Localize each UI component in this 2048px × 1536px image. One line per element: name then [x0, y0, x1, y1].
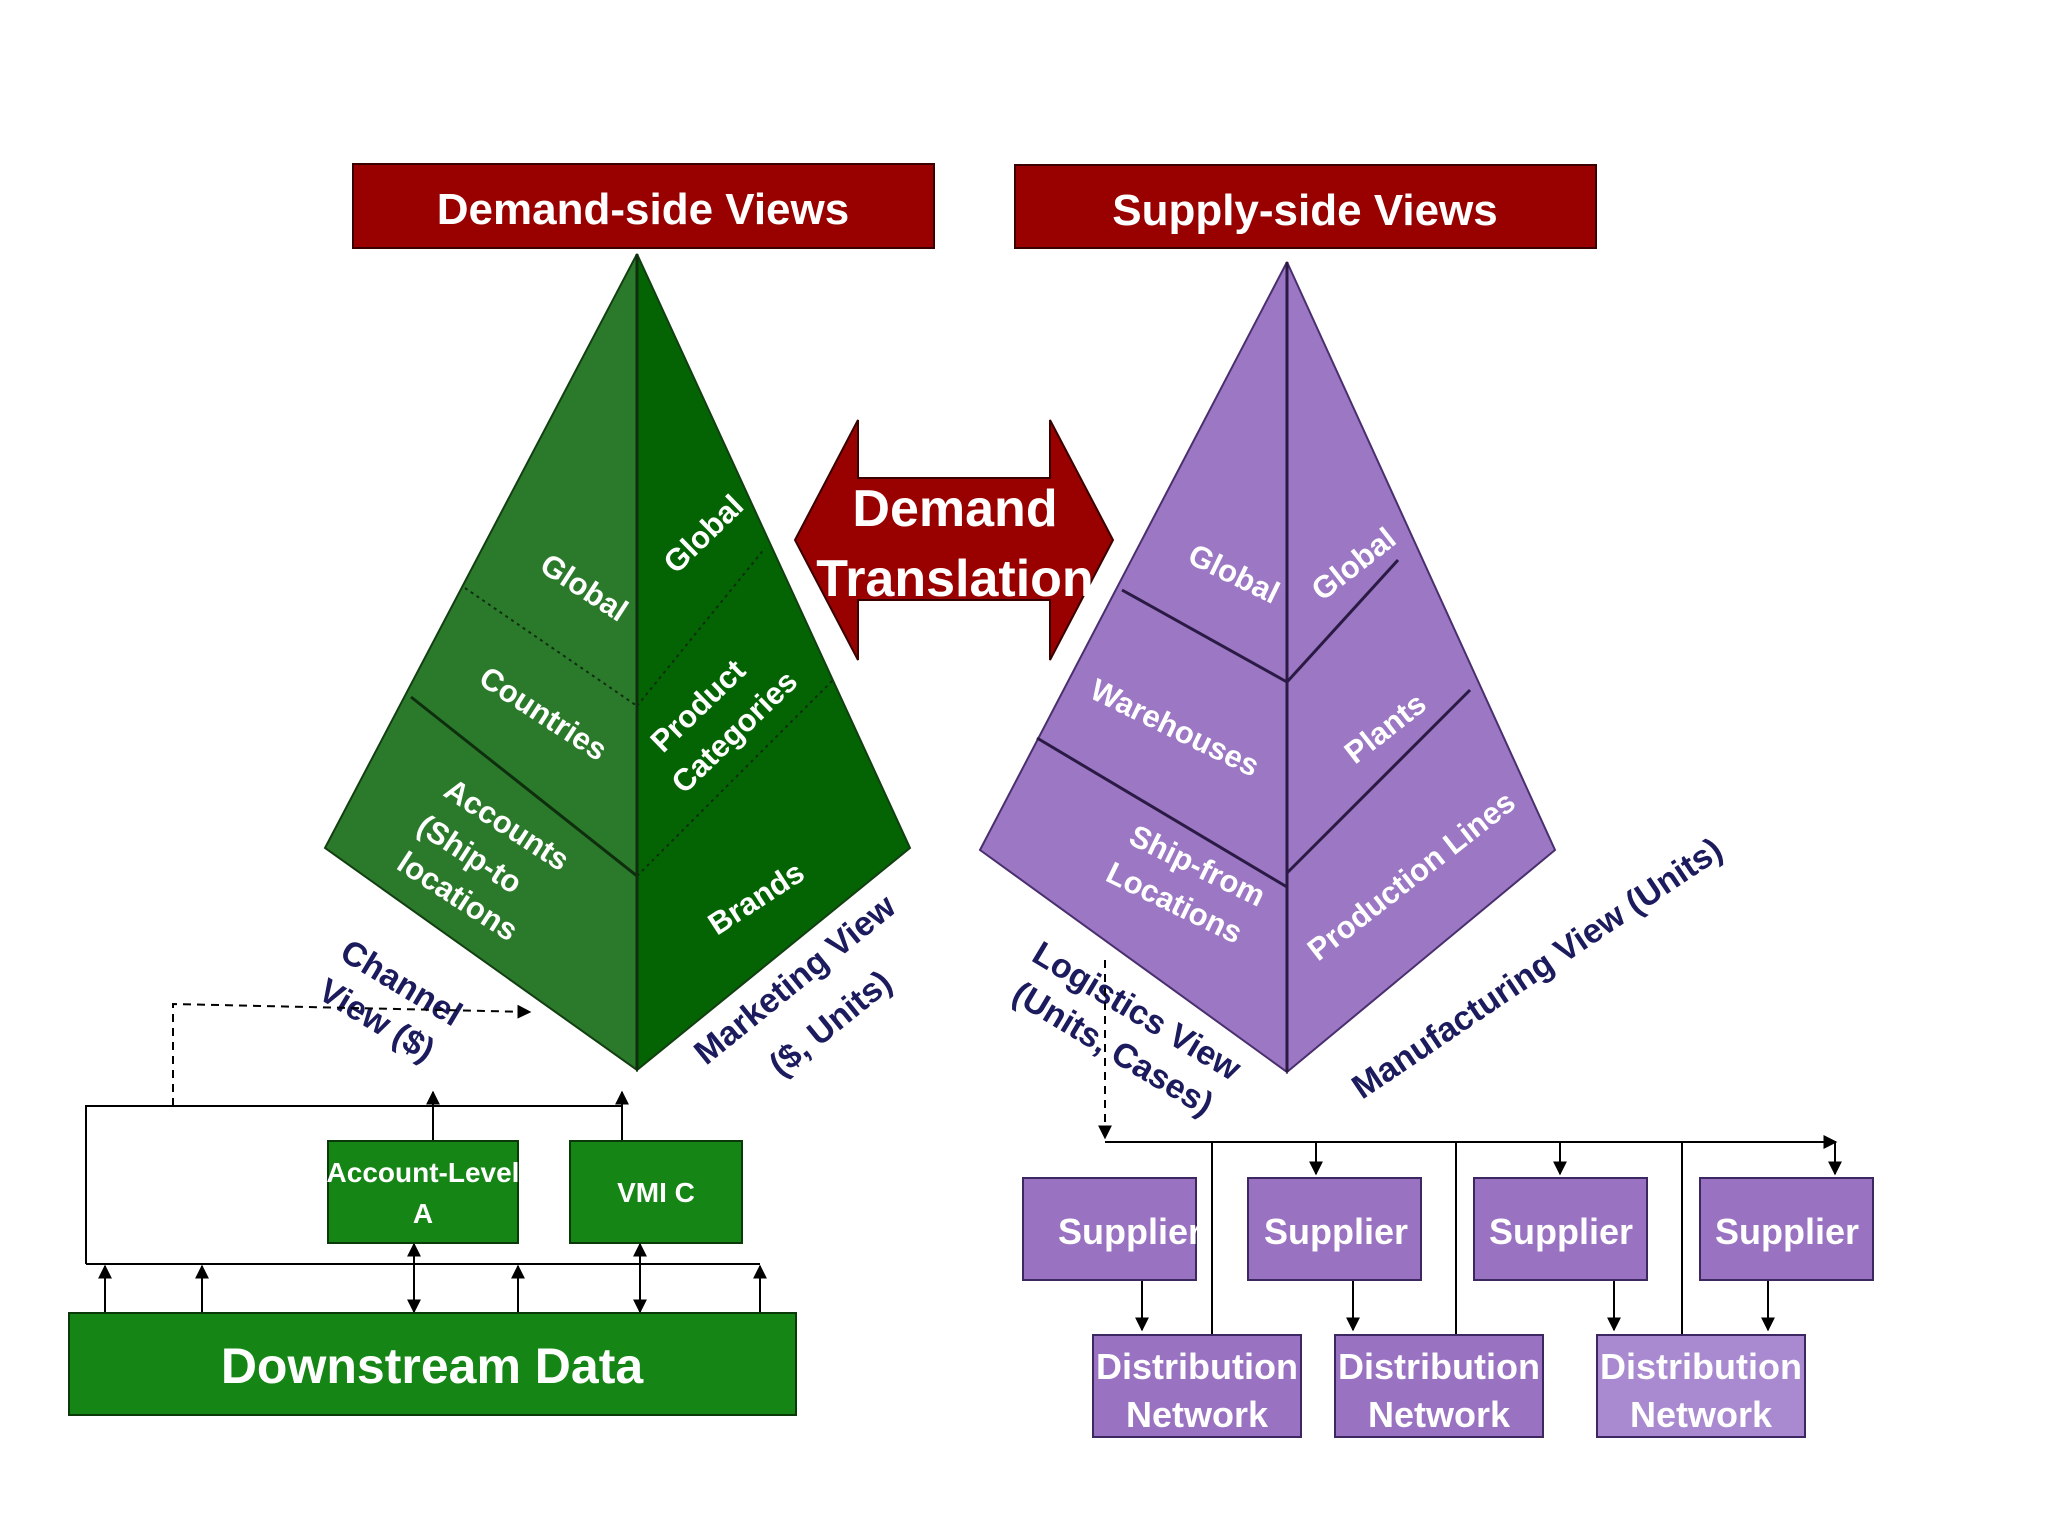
- distribution-network-box-3: Distribution Network: [1596, 1334, 1806, 1438]
- supplier-box-4: Supplier: [1699, 1177, 1874, 1281]
- supplier-box-3: Supplier: [1473, 1177, 1648, 1281]
- translation-line-2: Translation: [816, 550, 1093, 608]
- translation-line-1: Demand: [852, 480, 1057, 538]
- vmi-label: VMI C: [617, 1177, 695, 1208]
- supplier-label-3: Supplier: [1489, 1211, 1633, 1252]
- vmi-box: VMI C: [569, 1140, 743, 1244]
- distribution-network-box-2: Distribution Network: [1334, 1334, 1544, 1438]
- demand-pyramid: Global Countries Accounts (Ship-to locat…: [323, 253, 912, 1073]
- downstream-data-label: Downstream Data: [221, 1338, 645, 1394]
- supply-connectors: [1098, 960, 1842, 1334]
- supplier-label-1: Supplier: [1058, 1211, 1202, 1252]
- supply-header: Supply-side Views: [1014, 164, 1597, 249]
- network-1-line-2: Network: [1126, 1394, 1269, 1435]
- supplier-box-1: Supplier: [1022, 1177, 1202, 1281]
- supplier-box-2: Supplier: [1247, 1177, 1422, 1281]
- demand-pyramid-right-face: [636, 253, 912, 1073]
- network-1-line-1: Distribution: [1096, 1346, 1298, 1387]
- supply-header-label: Supply-side Views: [1112, 186, 1498, 235]
- network-2-line-2: Network: [1368, 1394, 1511, 1435]
- account-level-box: Account-Level A: [327, 1140, 520, 1244]
- demand-translation-arrow: Demand Translation: [793, 419, 1115, 661]
- downstream-data-box: Downstream Data: [68, 1312, 797, 1416]
- network-3-line-2: Network: [1630, 1394, 1773, 1435]
- demand-connectors: [85, 1002, 767, 1314]
- supplier-label-4: Supplier: [1715, 1211, 1859, 1252]
- network-2-line-1: Distribution: [1338, 1346, 1540, 1387]
- account-level-line-2: A: [413, 1198, 433, 1229]
- supplier-label-2: Supplier: [1264, 1211, 1408, 1252]
- distribution-network-box-1: Distribution Network: [1092, 1334, 1302, 1438]
- demand-header-label: Demand-side Views: [437, 185, 849, 234]
- account-level-line-1: Account-Level: [327, 1157, 520, 1188]
- supply-pyramid-left-face: [978, 261, 1288, 1074]
- network-3-line-1: Distribution: [1600, 1346, 1802, 1387]
- demand-header: Demand-side Views: [352, 163, 935, 249]
- supply-pyramid: Global Warehouses Ship-from Locations Gl…: [978, 261, 1557, 1075]
